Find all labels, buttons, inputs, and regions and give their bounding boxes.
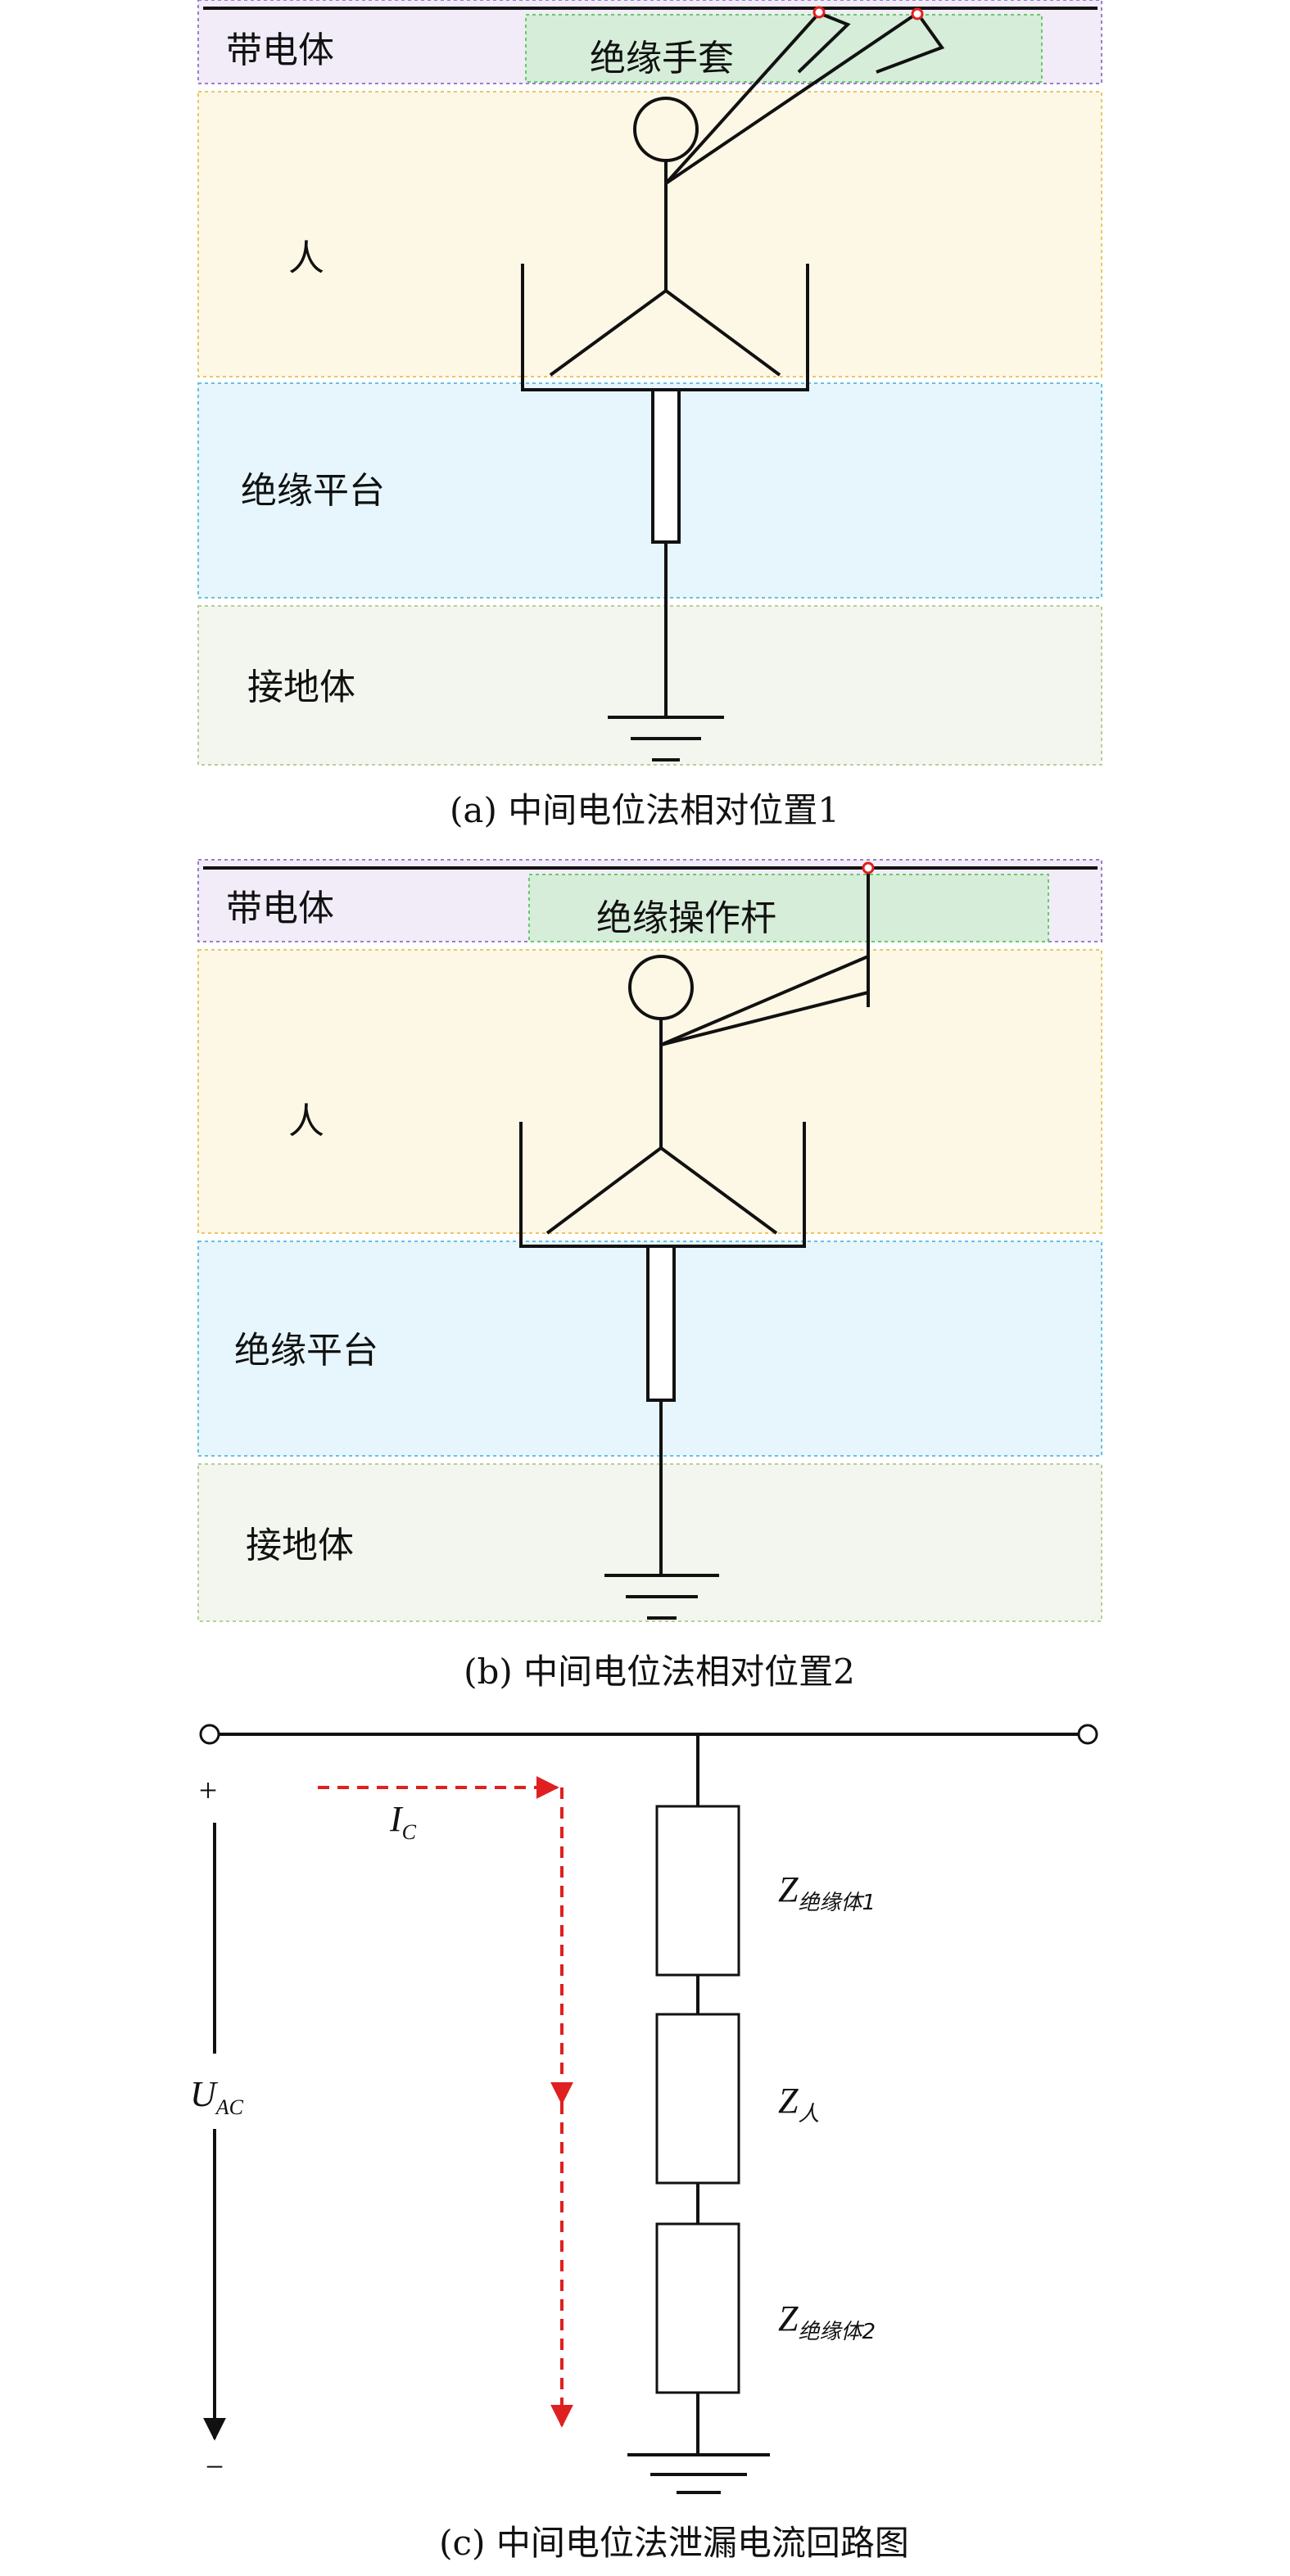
diagram-b: 带电体 绝缘操作杆 人 绝缘平台 接地体 (197, 859, 1102, 1692)
zone-label-person: 人 (288, 1100, 324, 1142)
insulating-post-b (646, 1245, 676, 1575)
caption-c: (c) 中间电位法泄漏电流回路图 (439, 2523, 909, 2563)
impedance-insulator-2 (655, 2222, 740, 2394)
caption-b: (b) 中间电位法相对位置2 (464, 1652, 855, 1692)
diagram-c-circuit: + − UAC IC (190, 1724, 1098, 2563)
contact-point-icon (911, 7, 924, 20)
zone-label-live: 带电体 (226, 29, 334, 71)
impedance-label-person: Z人 (778, 2081, 820, 2126)
zone-label-live: 带电体 (226, 888, 334, 929)
impedance-label-insulator-1: Z绝缘体1 (778, 1869, 876, 1915)
zone-label-ground: 接地体 (247, 667, 355, 708)
tool-label-rod: 绝缘操作杆 (596, 897, 776, 939)
impedance-person (655, 2013, 740, 2185)
current-label: IC (389, 1799, 417, 1844)
worker-figure-b (519, 861, 875, 1248)
ground-symbol-icon (604, 1574, 719, 1620)
voltage-label: UAC (190, 2074, 244, 2119)
insulating-post-a (651, 388, 681, 717)
ground-symbol-icon (627, 2453, 770, 2494)
voltage-plus-sign: + (199, 1772, 218, 1809)
zone-label-platform: 绝缘平台 (234, 1330, 378, 1372)
terminal-left-icon (199, 1724, 220, 1745)
zone-label-ground: 接地体 (246, 1525, 354, 1566)
insulating-rod-box: 绝缘操作杆 (528, 874, 1049, 942)
zone-label-person: 人 (288, 237, 324, 279)
leakage-current-arrow (318, 1776, 573, 2428)
ground-symbol-icon (608, 716, 724, 762)
impedance-insulator-1 (655, 1805, 740, 1977)
zone-ground-a: 接地体 (197, 605, 1102, 766)
impedance-label-insulator-2: Z绝缘体2 (778, 2298, 876, 2344)
zone-person-a: 人 (197, 91, 1102, 377)
insulating-glove-box: 绝缘手套 (525, 14, 1043, 83)
diagram-a: 带电体 绝缘手套 人 绝缘平台 接地体 (197, 0, 1102, 830)
zone-label-platform: 绝缘平台 (241, 470, 385, 512)
voltage-minus-sign: − (206, 2448, 224, 2485)
tool-label-glove: 绝缘手套 (590, 38, 734, 79)
contact-point-icon (862, 861, 875, 874)
contact-point-icon (812, 6, 826, 19)
terminal-right-icon (1077, 1724, 1098, 1745)
zone-person-b: 人 (197, 949, 1102, 1234)
caption-a: (a) 中间电位法相对位置1 (450, 790, 840, 830)
zone-platform-a: 绝缘平台 (197, 382, 1102, 599)
impedance-chain (655, 1734, 740, 2455)
